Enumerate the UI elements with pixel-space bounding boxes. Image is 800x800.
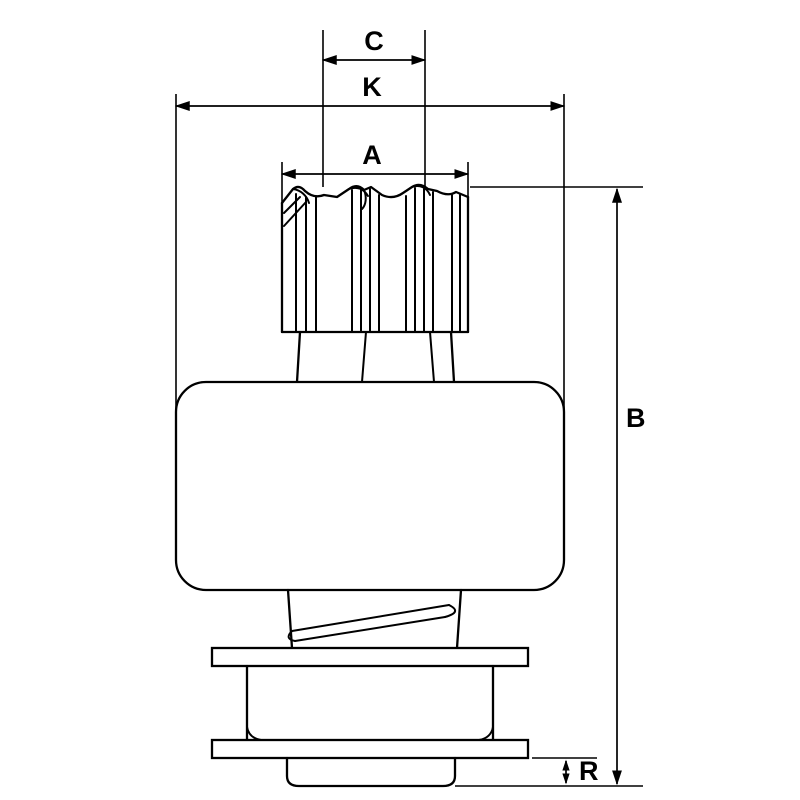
spline-thread-end-arc: [287, 630, 296, 642]
upper-flange: [210, 646, 530, 668]
gear-tooth-chamfer-curl: [348, 186, 369, 197]
dim-b-label: B: [626, 403, 646, 433]
neck-left-edge: [295, 330, 302, 384]
clutch-body: [174, 380, 566, 592]
spline-thread-end-arc: [444, 604, 456, 618]
neck-inner-line: [361, 331, 367, 383]
spline-thread-line: [291, 604, 450, 632]
spline-left-edge: [286, 588, 294, 650]
gear-top-profile: [280, 183, 470, 205]
dim-r-label: R: [579, 756, 599, 786]
neck-right-edge: [449, 330, 456, 384]
gear-tooth-chamfer-curl: [411, 185, 431, 196]
dimension-r: R: [532, 756, 599, 786]
gear-hatch-line: [283, 196, 301, 214]
gear-neck: [295, 330, 456, 384]
lower-flange: [210, 738, 530, 760]
dim-c-label: C: [364, 26, 384, 56]
end-cap: [285, 756, 457, 788]
cylinder-bottom-fillet: [478, 726, 494, 741]
pinion-gear: [280, 183, 470, 334]
spline-thread-line: [294, 616, 446, 642]
neck-inner-line: [429, 331, 435, 383]
gear-hatch-line: [283, 201, 307, 227]
dim-a-label: A: [362, 140, 382, 170]
helical-spline: [286, 588, 463, 650]
dimension-b: B: [455, 186, 646, 787]
bushing-cylinder: [245, 664, 495, 742]
gear-tooth-chamfer-curl: [361, 189, 367, 210]
gear-tooth-chamfer-curl: [292, 188, 310, 204]
dim-k-label: K: [362, 72, 382, 102]
dimension-a: A: [280, 140, 470, 204]
spline-right-edge: [455, 588, 463, 650]
dimension-k: K: [174, 72, 566, 415]
cylinder-bottom-fillet: [246, 726, 262, 741]
